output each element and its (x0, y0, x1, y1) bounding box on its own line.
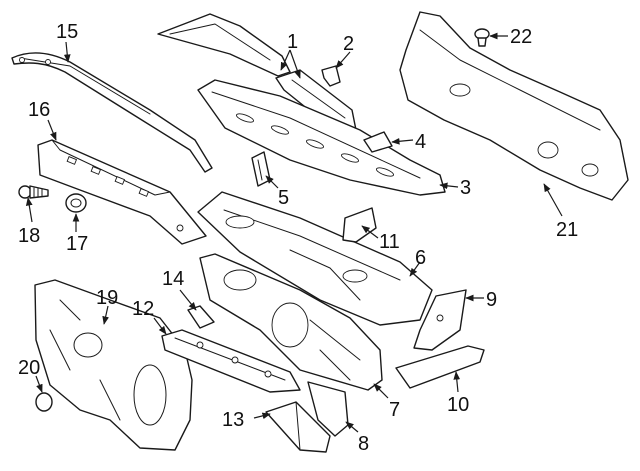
leader-lines (25, 32, 563, 433)
callout-3: 3 (460, 177, 471, 199)
callout-21: 21 (556, 219, 578, 241)
part-8-bracket (307, 381, 349, 437)
callout-1: 1 (287, 31, 298, 53)
callout-8: 8 (358, 433, 369, 455)
part-4-clip (363, 131, 393, 153)
callout-4: 4 (415, 131, 426, 153)
part-11-bracket (342, 207, 377, 243)
callout-9: 9 (486, 289, 497, 311)
callout-11: 11 (379, 231, 400, 253)
part-7-dash-panel (199, 253, 383, 391)
part-18-bolt (18, 185, 49, 199)
callout-18: 18 (18, 225, 40, 247)
callout-15: 15 (56, 21, 78, 43)
callout-10: 10 (447, 394, 469, 416)
callout-7: 7 (389, 399, 400, 421)
callout-17: 17 (66, 233, 88, 255)
callout-5: 5 (278, 187, 289, 209)
callout-19: 19 (96, 287, 118, 309)
part-2-clip (321, 65, 341, 87)
callout-22: 22 (510, 26, 532, 48)
callout-labels: 1 2 3 4 5 6 7 8 9 10 11 12 13 14 15 16 1… (18, 21, 578, 455)
part-10-bracket (395, 345, 485, 389)
part-22-clip (474, 28, 490, 47)
part-20-grommet (35, 392, 53, 412)
callout-13: 13 (222, 409, 244, 431)
part-6-dash-upper (197, 191, 433, 326)
part-13-bracket (265, 401, 331, 453)
part-17-grommet (65, 193, 87, 213)
callout-14: 14 (162, 268, 184, 290)
part-9-bracket (413, 289, 467, 351)
callout-16: 16 (28, 99, 50, 121)
part-5-seal (251, 151, 271, 187)
callout-6: 6 (415, 247, 426, 269)
part-12-reinforcement (161, 329, 301, 393)
part-16-panel (37, 139, 207, 245)
callout-20: 20 (18, 357, 40, 379)
part-21-dash-structure (399, 11, 629, 201)
part-15-rail (11, 52, 213, 173)
callout-12: 12 (132, 298, 154, 320)
callout-2: 2 (343, 33, 354, 55)
part-19-insulator (34, 279, 193, 451)
part-14-clip (187, 305, 215, 329)
